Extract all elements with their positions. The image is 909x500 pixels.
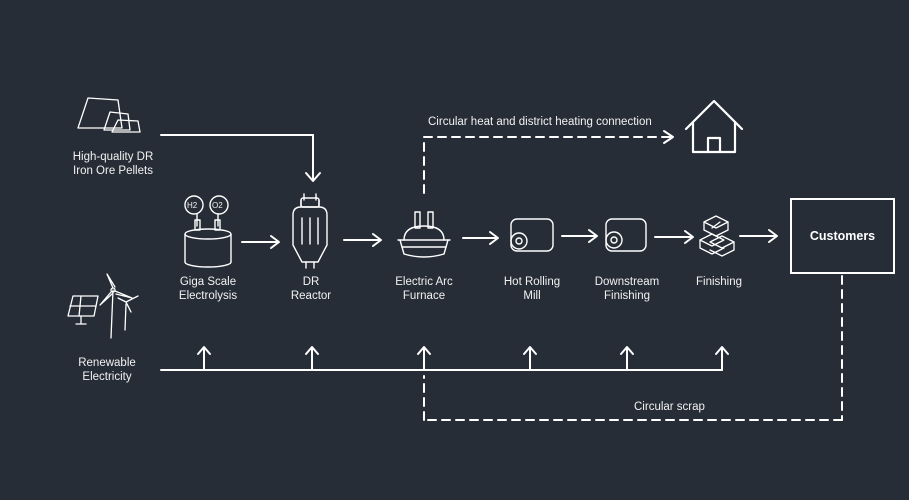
o2-label: O2 <box>212 201 223 210</box>
heat-connection-dashed-line <box>423 136 672 194</box>
heat-annotation: Circular heat and district heating conne… <box>428 116 652 128</box>
step-label-line2: Mill <box>523 290 541 302</box>
step-label-line2: Furnace <box>402 290 446 302</box>
renewable-electricity-icon <box>67 273 139 339</box>
circular-scrap-dashed-line <box>423 275 843 421</box>
hot-rolling-mill-icon <box>510 218 554 252</box>
dr-reactor-icon <box>292 193 328 269</box>
iron-ore-pellets-icon <box>77 97 141 133</box>
pellets-to-reactor-line <box>160 134 321 182</box>
electricity-label: Renewable Electricity <box>78 356 136 384</box>
electrolysis-icon <box>184 195 232 268</box>
step-label-finishing: Finishing <box>696 275 742 289</box>
step-label-arc-furnace: Electric Arc Furnace <box>395 275 453 303</box>
electricity-label-line2: Electricity <box>82 371 132 383</box>
step-label-downstream: Downstream Finishing <box>595 275 660 303</box>
h2-label: H2 <box>187 201 198 210</box>
heat-arrowhead <box>663 130 674 144</box>
downstream-finishing-icon <box>605 218 647 252</box>
pellets-label: High-quality DR Iron Ore Pellets <box>73 150 154 178</box>
electric-arc-furnace-icon <box>397 211 451 258</box>
step-label-electrolysis: Giga Scale Electrolysis <box>179 275 237 303</box>
process-flow-arrows <box>241 229 778 249</box>
step-label-line2: Electrolysis <box>178 290 238 302</box>
finishing-coils-icon <box>699 215 735 257</box>
step-label-dr-reactor: DR Reactor <box>291 275 331 303</box>
scrap-annotation: Circular scrap <box>634 401 705 413</box>
pellets-label-line2: Iron Ore Pellets <box>73 165 153 177</box>
electricity-distribution-line <box>160 346 729 371</box>
step-label-line2: Finishing <box>603 290 651 302</box>
pellets-label-line1: High-quality DR <box>72 151 154 163</box>
step-label-line1: Electric Arc <box>395 276 453 288</box>
step-label-line1: Hot Rolling <box>503 276 561 288</box>
electricity-label-line1: Renewable <box>78 357 136 369</box>
house-icon <box>684 99 744 154</box>
step-label-line2: Reactor <box>290 290 332 302</box>
customers-box: Customers <box>790 198 895 274</box>
customers-label: Customers <box>809 229 876 243</box>
step-label-line1: Downstream <box>594 276 660 288</box>
step-label-line1: Finishing <box>695 276 743 288</box>
step-label-line1: DR <box>302 276 320 288</box>
step-label-line1: Giga Scale <box>179 276 237 288</box>
step-label-hot-rolling: Hot Rolling Mill <box>504 275 560 303</box>
